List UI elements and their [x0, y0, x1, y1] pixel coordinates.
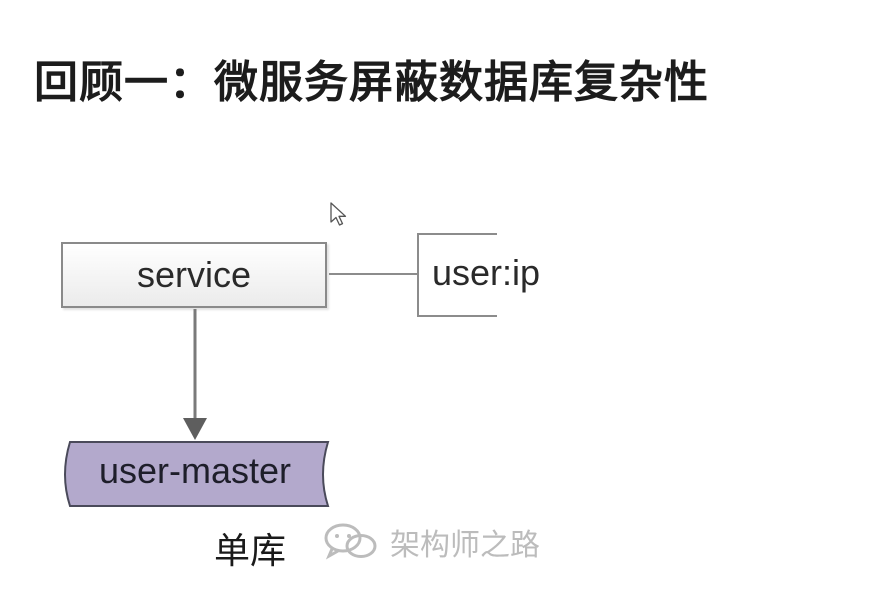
database-node: [64, 441, 330, 507]
database-caption: 单库: [214, 531, 287, 572]
database-label: user-master: [98, 450, 292, 491]
watermark: 架构师之路: [322, 520, 540, 564]
annotation-label: user:ip: [432, 252, 541, 293]
wechat-icon: [324, 523, 377, 560]
annotation-connector: [329, 273, 417, 275]
watermark-text: 架构师之路: [390, 528, 540, 563]
service-node: service: [61, 242, 327, 308]
mouse-cursor-icon: [330, 202, 347, 226]
service-label: service: [136, 254, 252, 295]
slide-title: 回顾一：微服务屏蔽数据库复杂性: [34, 57, 709, 108]
annotation-bracket: [417, 233, 497, 317]
